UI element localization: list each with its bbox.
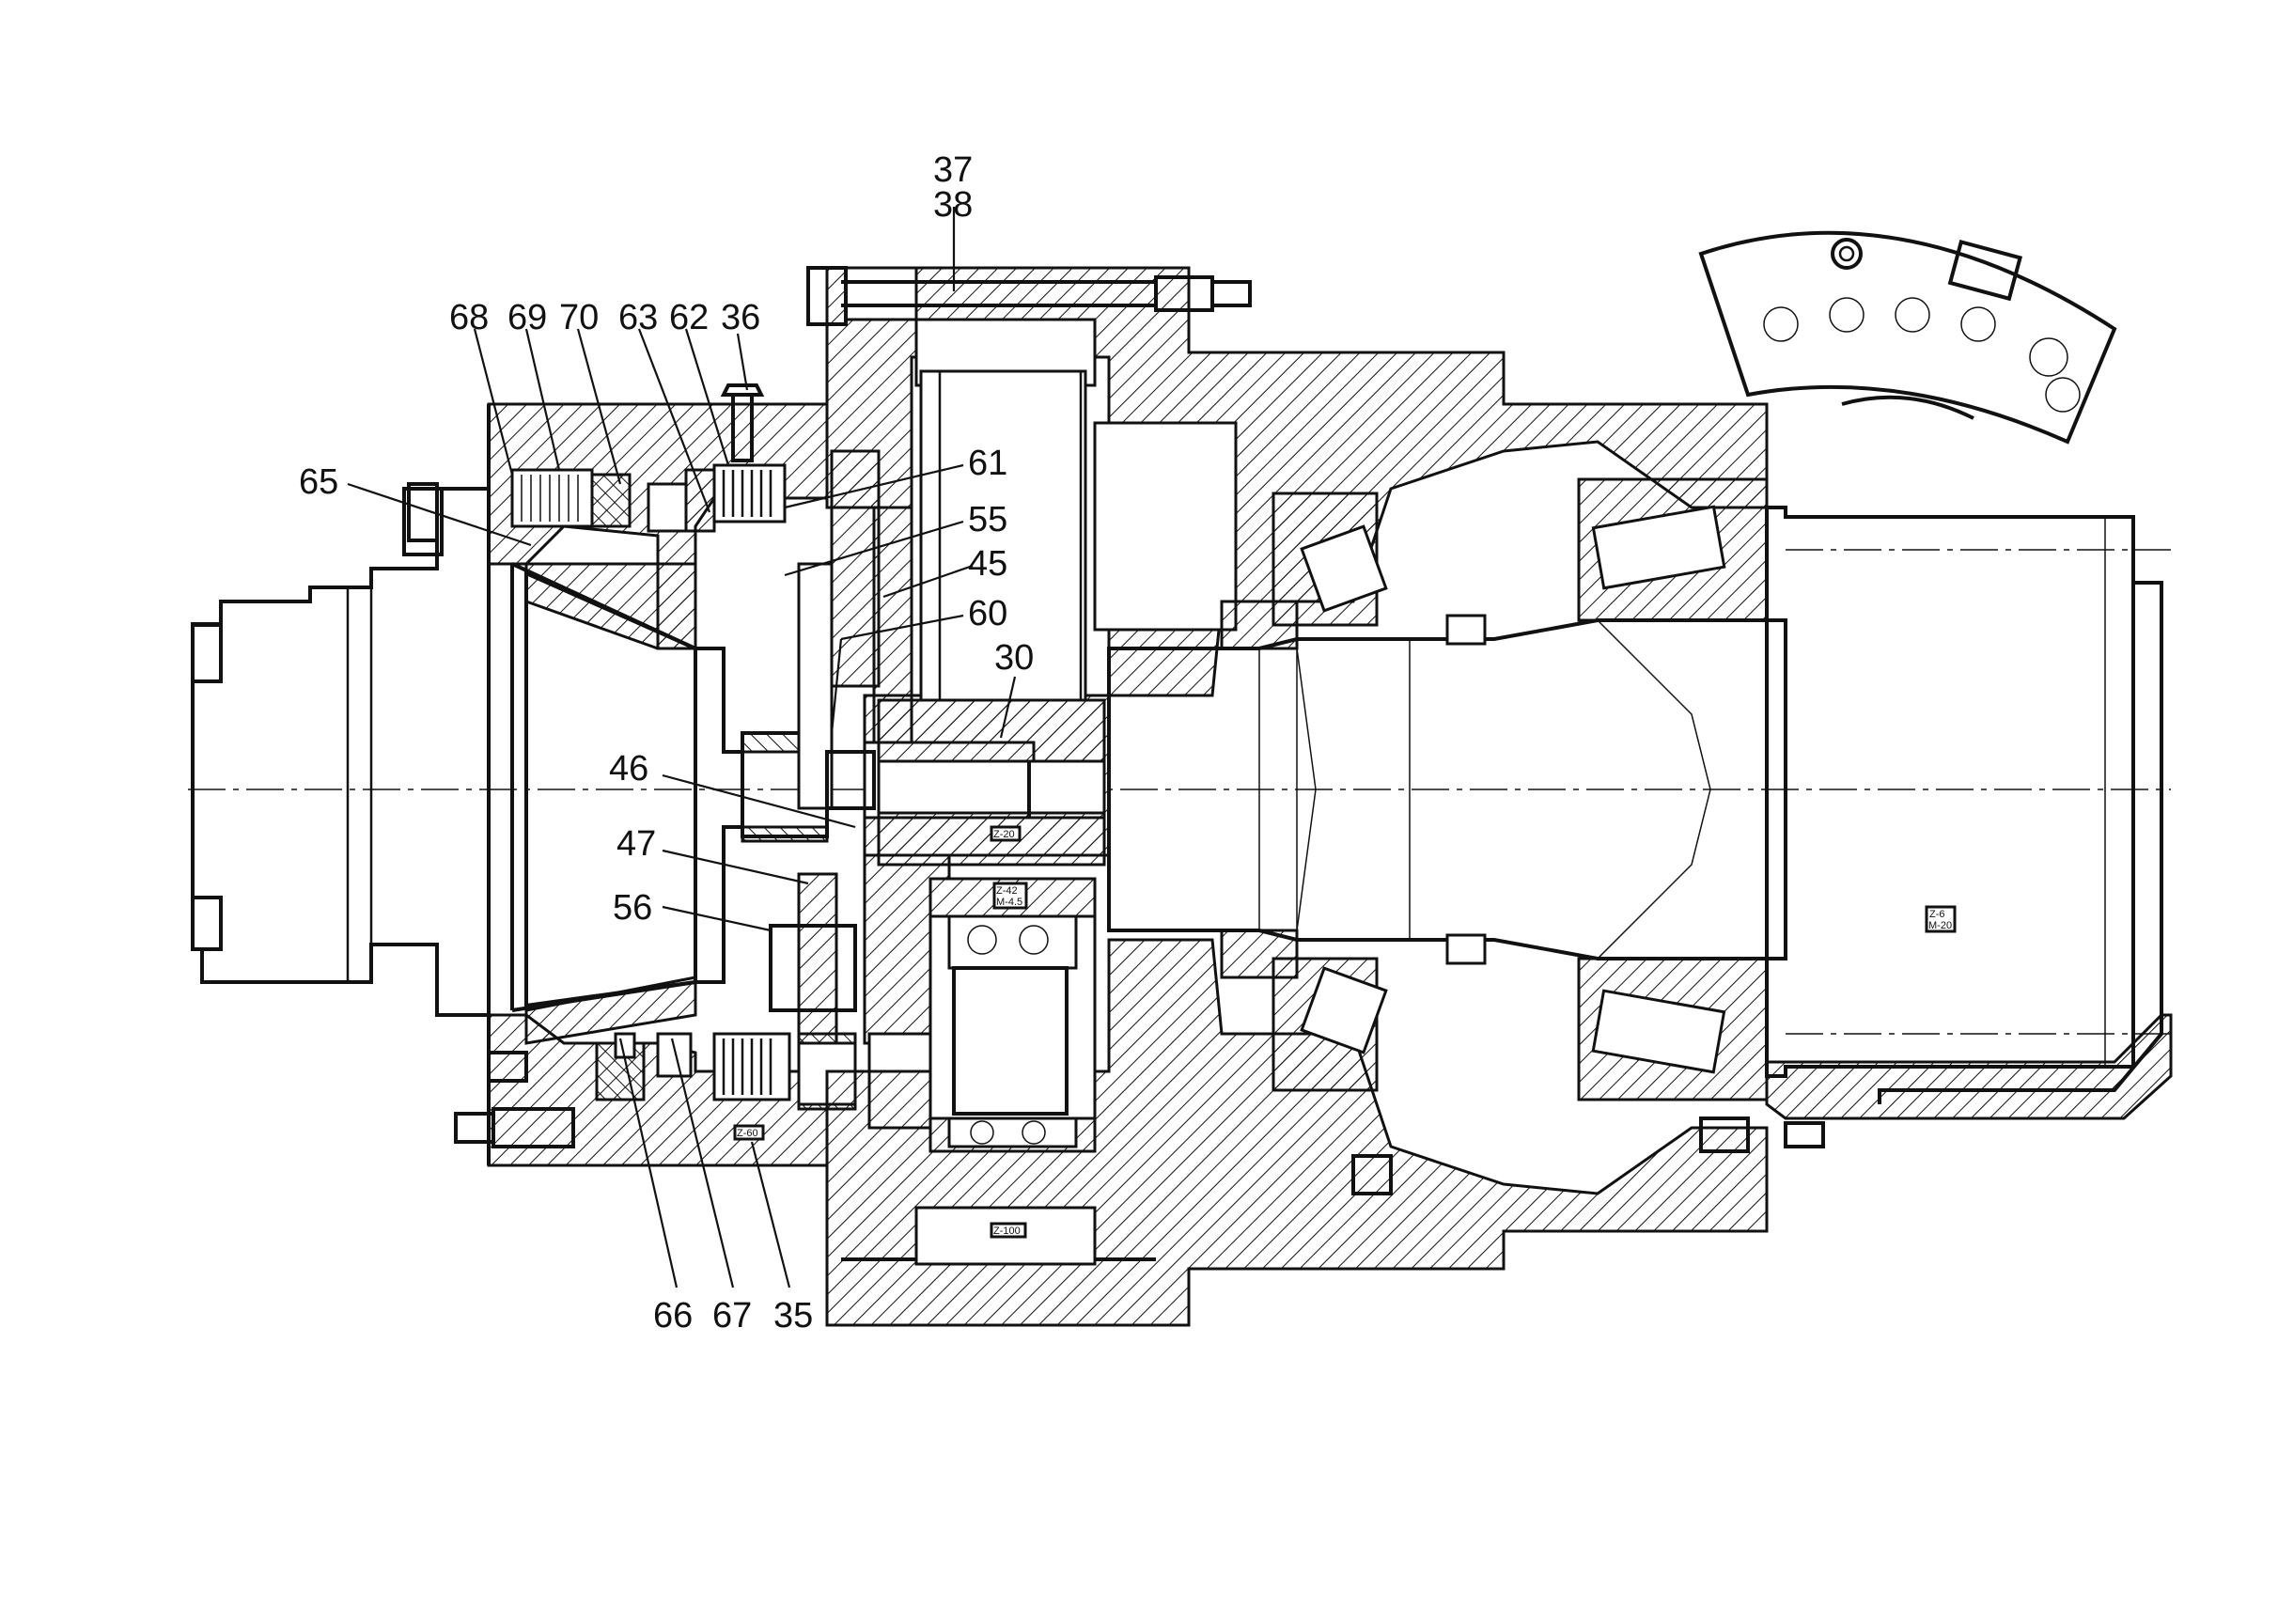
taper-bearing-outer: [1577, 477, 1769, 1101]
callout-66: 66: [653, 1296, 693, 1335]
sun-shaft: [877, 698, 1106, 867]
end-view-inset: [1698, 230, 2117, 445]
taper-bearing-inner: [1272, 492, 1487, 1092]
gear-tag-z20: Z-20: [993, 829, 1015, 840]
callout-69: 69: [507, 298, 547, 337]
callout-61: 61: [968, 444, 1007, 483]
gear-tag-z60: Z-60: [737, 1128, 758, 1139]
gear-tag-z6: Z-6: [1929, 909, 1945, 920]
motor-adapter: [191, 487, 491, 1017]
callout-45: 45: [968, 544, 1007, 584]
callout-68: 68: [449, 298, 489, 337]
callout-65: 65: [299, 462, 338, 502]
planet-gear-stage2: [928, 877, 1097, 1153]
callout-55: 55: [968, 500, 1007, 539]
gear-tags: Z-20 Z-42 M-4.5 Z-100 Z-60 Z-6 M-20: [733, 825, 1957, 1239]
callout-56: 56: [613, 888, 652, 928]
leader-lines: [347, 207, 1017, 1288]
ring-gear-housing: [825, 266, 1769, 1327]
gear-tag-m45: M-4.5: [996, 897, 1022, 908]
brake-springs-bottom: [454, 1032, 791, 1148]
output-hub: [1765, 506, 2173, 1120]
callout-30: 30: [994, 638, 1034, 678]
callout-38: 38: [933, 185, 973, 225]
output-shaft: [1107, 600, 1787, 979]
callout-labels: 37 38 68 69 70 63 62 36 65 61 55 45 60 3…: [299, 150, 1034, 1335]
callout-47: 47: [616, 824, 656, 864]
callout-70: 70: [559, 298, 599, 337]
callout-35: 35: [773, 1296, 813, 1335]
callout-67: 67: [712, 1296, 752, 1335]
callout-60: 60: [968, 594, 1007, 633]
callout-46: 46: [609, 749, 648, 789]
callout-36: 36: [721, 298, 760, 337]
gear-tag-z100: Z-100: [993, 1226, 1021, 1237]
mounting-bolts: [407, 266, 1825, 1195]
callout-37: 37: [933, 150, 973, 190]
gear-tag-m20: M-20: [1928, 920, 1952, 931]
brake-springs-top: [510, 383, 787, 533]
callout-63: 63: [618, 298, 658, 337]
gear-tag-z42: Z-42: [996, 885, 1018, 897]
callout-62: 62: [669, 298, 709, 337]
